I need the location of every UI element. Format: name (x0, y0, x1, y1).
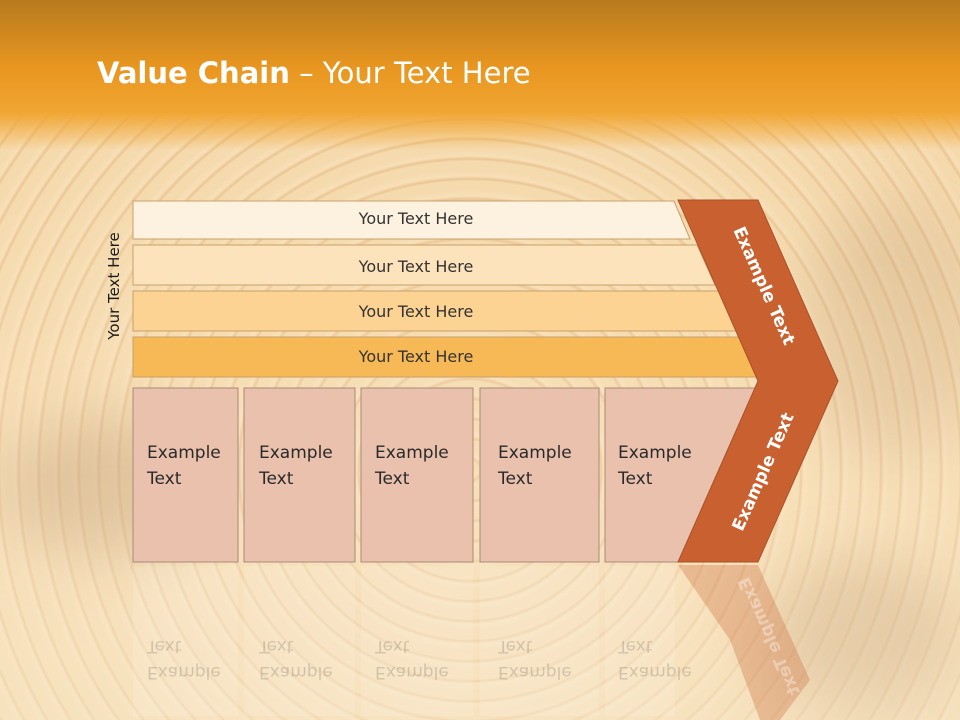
card-2-line2: Text (259, 469, 294, 489)
card-2-reflection: Example Text (259, 633, 333, 685)
bar-2-label: Your Text Here (358, 257, 474, 276)
card-1-line2: Text (147, 469, 182, 489)
card-3-reflection-line1: Example (375, 662, 449, 682)
activity-card-1 (132, 387, 239, 563)
card-3-line1: Example (375, 443, 449, 463)
activity-card-3 (360, 387, 474, 563)
card-3-line2: Text (375, 469, 410, 489)
card-5-reflection: Example Text (618, 633, 692, 685)
card-4-line1: Example (498, 443, 572, 463)
card-1-reflection-line1: Example (147, 662, 221, 682)
card-5-line2: Text (618, 469, 653, 489)
margin-chevron (677, 199, 839, 563)
card-4-line2: Text (498, 469, 533, 489)
title-banner (0, 0, 960, 150)
title-bold: Value Chain (97, 56, 290, 90)
card-2-line1: Example (259, 443, 333, 463)
slide-title: Value Chain – Your Text Here (97, 56, 531, 90)
activity-card-2 (243, 387, 356, 563)
card-5-reflection-line1: Example (618, 662, 692, 682)
card-4-reflection-line1: Example (498, 662, 572, 682)
chevron-reflection (678, 565, 810, 720)
card-2-reflection-line2: Text (259, 636, 294, 656)
bar-1-label: Your Text Here (358, 209, 474, 228)
card-3-reflection-line2: Text (375, 636, 410, 656)
cards-reflection (133, 566, 675, 716)
card-5-line1: Example (618, 443, 692, 463)
bar-2 (132, 244, 716, 286)
card-2-reflection-line1: Example (259, 662, 333, 682)
card-1-reflection-line2: Text (147, 636, 182, 656)
card-5-reflection-line2: Text (618, 636, 653, 656)
card-3-reflection: Example Text (375, 633, 449, 685)
card-4-reflection: Example Text (498, 633, 572, 685)
bar-1 (132, 200, 691, 240)
card-1-reflection: Example Text (147, 633, 221, 685)
card-1-line1: Example (147, 443, 221, 463)
bar-3-label: Your Text Here (358, 302, 474, 321)
bar-4-label: Your Text Here (358, 347, 474, 366)
activity-card-4 (479, 387, 600, 563)
title-rest: – Your Text Here (289, 56, 531, 90)
card-4-reflection-line2: Text (498, 636, 533, 656)
